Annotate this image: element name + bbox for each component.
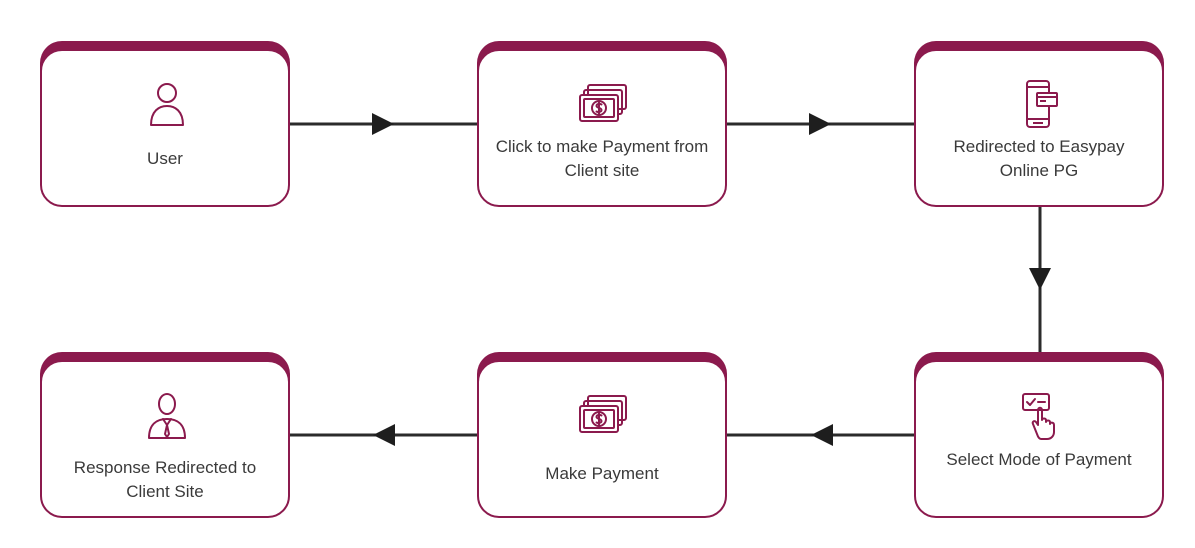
touch-select-icon	[1022, 393, 1055, 440]
arrowhead	[809, 113, 831, 135]
money-icon	[579, 395, 627, 433]
node-label: Redirected to Easypay Online PG	[953, 137, 1125, 180]
node-label: User	[147, 149, 183, 168]
node-make-payment: Make Payment	[477, 352, 727, 518]
node-click-to-pay: Click to make Payment from Client site	[477, 41, 727, 207]
money-icon	[579, 84, 627, 122]
arrowhead	[373, 424, 395, 446]
node-select-mode: Select Mode of Payment	[914, 352, 1164, 518]
node-user: User	[40, 41, 290, 207]
arrowhead	[372, 113, 394, 135]
arrowhead	[1029, 268, 1051, 290]
business-user-icon	[148, 393, 186, 439]
node-label: Click to make Payment from Client site	[495, 137, 709, 180]
node-redirected: Redirected to Easypay Online PG	[914, 41, 1164, 207]
node-label: Make Payment	[545, 464, 659, 483]
node-label: Select Mode of Payment	[946, 450, 1132, 469]
arrowhead	[811, 424, 833, 446]
mobile-payment-icon	[1026, 80, 1058, 128]
user-icon	[150, 83, 184, 126]
node-response: Response Redirected to Client Site	[40, 352, 290, 518]
node-label: Response Redirected to Client Site	[73, 458, 257, 501]
